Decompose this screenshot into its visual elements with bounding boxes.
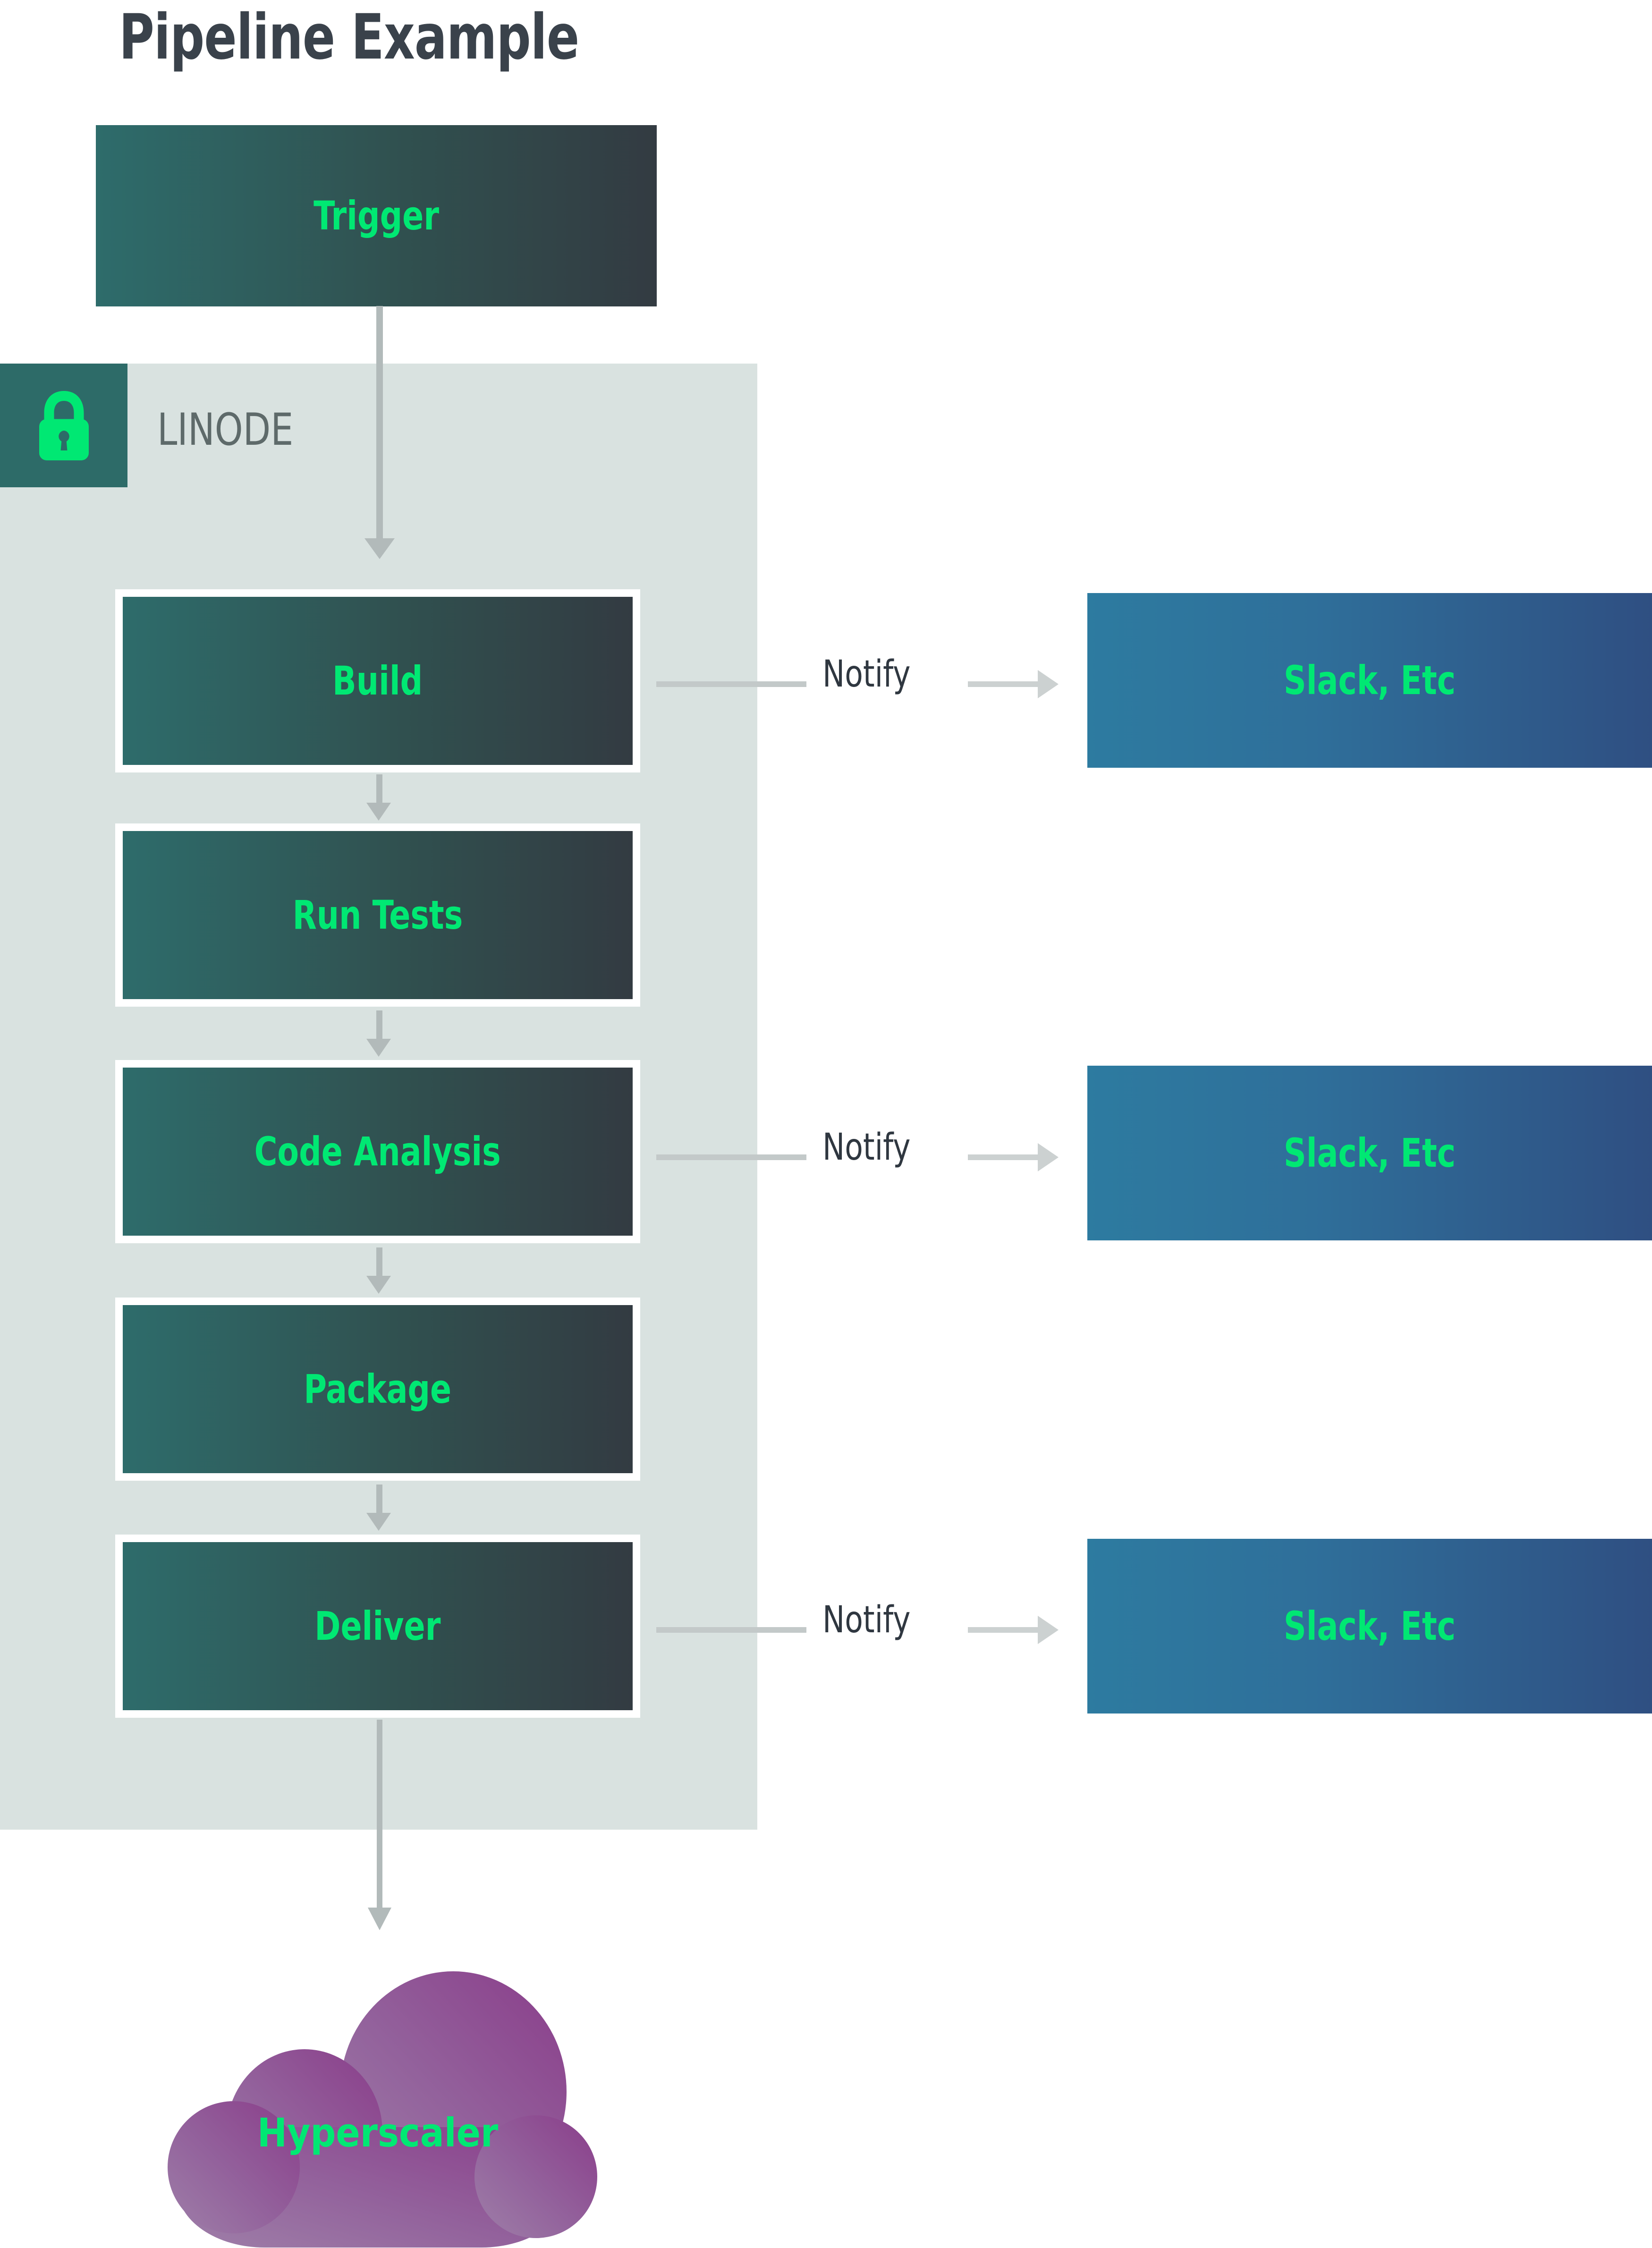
edge-notify-label: Notify <box>822 1599 911 1641</box>
arrow-shaft <box>376 1247 382 1281</box>
node-code-analysis-label: Code Analysis <box>254 1128 501 1175</box>
node-slack-2-label: Slack, Etc <box>1283 1130 1456 1176</box>
edge-notify-label: Notify <box>822 653 911 696</box>
edge-line-segment <box>968 681 1040 687</box>
arrow-shaft <box>377 1720 382 1913</box>
page-title: Pipeline Example <box>119 1 579 74</box>
arrow-shaft <box>376 306 383 542</box>
node-hyperscaler[interactable]: Hyperscaler <box>142 1945 614 2248</box>
node-build-label: Build <box>332 658 423 704</box>
node-package[interactable]: Package <box>115 1298 640 1481</box>
node-trigger-label: Trigger <box>313 193 439 239</box>
node-code-analysis[interactable]: Code Analysis <box>115 1060 640 1243</box>
arrow-head <box>364 538 395 559</box>
node-run-tests-label: Run Tests <box>292 892 463 938</box>
edge-notify-label: Notify <box>822 1126 911 1169</box>
node-slack-1[interactable]: Slack, Etc <box>1087 593 1652 768</box>
node-slack-1-label: Slack, Etc <box>1283 657 1456 704</box>
arrow-head <box>366 1039 391 1057</box>
arrow-head <box>1038 1616 1059 1644</box>
arrow-head <box>1038 670 1059 698</box>
arrow-head <box>368 1908 391 1930</box>
node-deliver-label: Deliver <box>314 1603 441 1649</box>
arrow-shaft <box>376 774 382 807</box>
node-slack-3[interactable]: Slack, Etc <box>1087 1539 1652 1714</box>
node-slack-2[interactable]: Slack, Etc <box>1087 1066 1652 1240</box>
lock-icon <box>0 364 127 487</box>
edge-line-segment <box>656 681 806 687</box>
node-hyperscaler-label: Hyperscaler <box>257 2110 499 2156</box>
arrow-head <box>366 1276 391 1294</box>
node-build[interactable]: Build <box>115 589 640 772</box>
node-deliver[interactable]: Deliver <box>115 1535 640 1718</box>
arrow-head <box>366 1513 391 1531</box>
node-trigger[interactable]: Trigger <box>96 125 657 306</box>
arrow-shaft <box>376 1010 382 1043</box>
arrow-head <box>366 803 391 821</box>
arrow-head <box>1038 1143 1059 1171</box>
edge-line-segment <box>968 1627 1040 1633</box>
edge-line-segment <box>968 1154 1040 1160</box>
node-package-label: Package <box>304 1366 452 1412</box>
edge-line-segment <box>656 1154 806 1160</box>
edge-notify-deliver: Notify <box>656 1599 1062 1644</box>
arrow-shaft <box>376 1485 382 1518</box>
edge-line-segment <box>656 1627 806 1633</box>
node-slack-3-label: Slack, Etc <box>1283 1603 1456 1649</box>
linode-zone-label: LINODE <box>157 404 294 456</box>
node-run-tests[interactable]: Run Tests <box>115 823 640 1007</box>
edge-notify-code-analysis: Notify <box>656 1126 1062 1171</box>
edge-notify-build: Notify <box>656 653 1062 698</box>
